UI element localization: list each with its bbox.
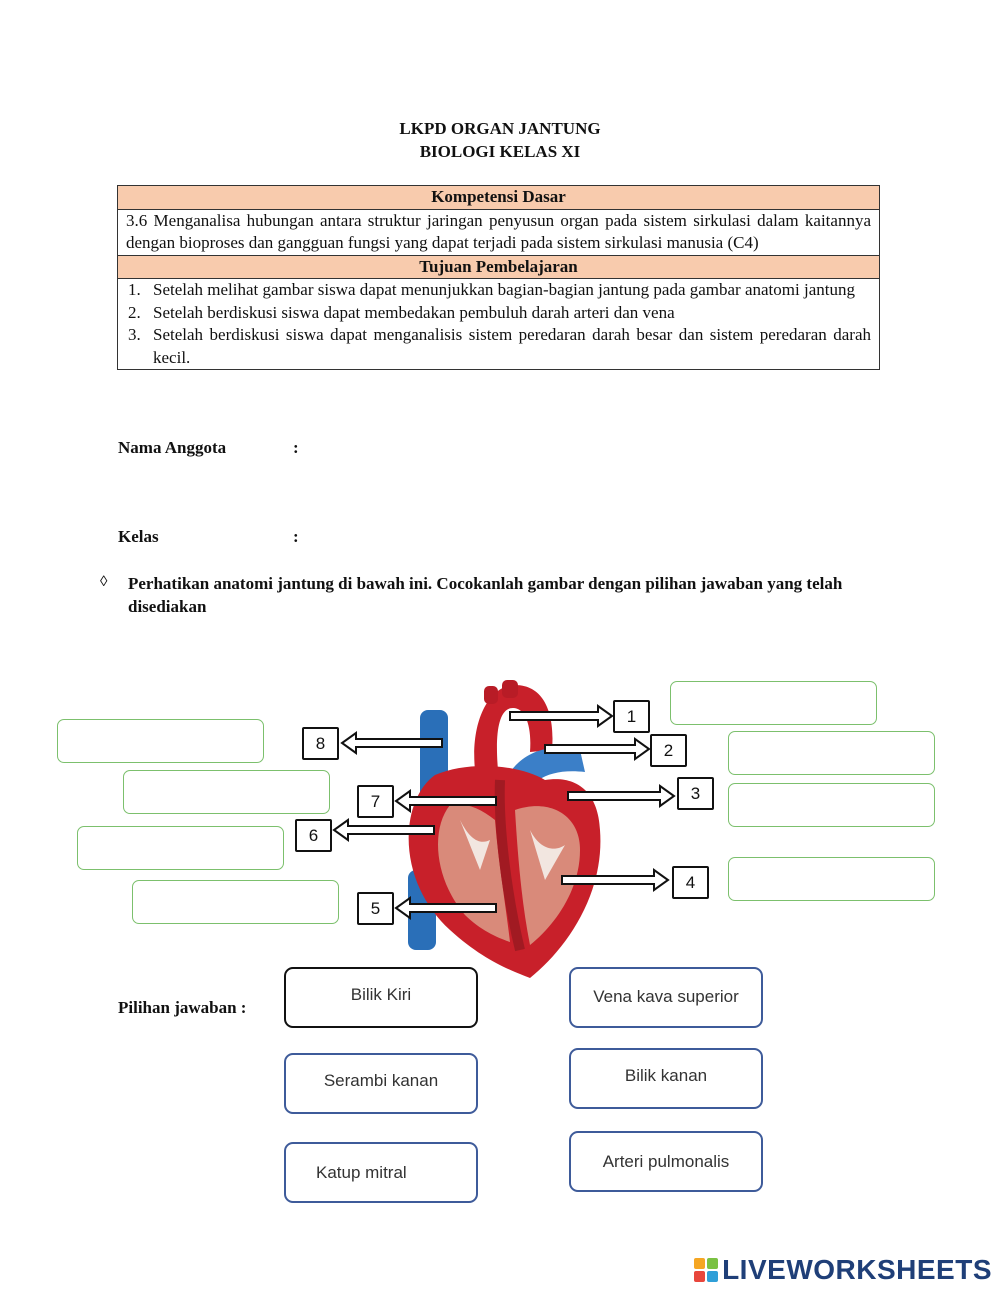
number-label-7: 7 [357,785,394,818]
instruction-text: Perhatikan anatomi jantung di bawah ini.… [128,574,843,616]
number-label-1: 1 [613,700,650,733]
members-colon: : [293,438,299,457]
arrow-left-icon [394,896,497,920]
arrow-left-icon [332,818,435,842]
choice-arteri-pulmonalis[interactable]: Arteri pulmonalis [569,1131,763,1192]
answer-box-3[interactable] [728,783,935,827]
objectives-list: Setelah melihat gambar siswa dapat menun… [118,279,871,369]
answer-box-2[interactable] [728,731,935,775]
choice-bilik-kanan[interactable]: Bilik kanan [569,1048,763,1109]
choices-label: Pilihan jawaban : [118,998,247,1017]
choice-vena-kava-superior[interactable]: Vena kava superior [569,967,763,1028]
choice-serambi-kanan[interactable]: Serambi kanan [284,1053,478,1114]
septum-shape [494,779,525,952]
liveworksheets-logo: LIVEWORKSHEETS [694,1254,992,1286]
number-label-3: 3 [677,777,714,810]
brand-name: LIVEWORKSHEETS [722,1254,992,1285]
class-colon: : [293,527,299,546]
aorta-branch-shape [484,686,498,704]
answer-box-5[interactable] [132,880,339,924]
arrow-left-icon [394,789,497,813]
arrow-left-icon [340,731,443,755]
number-label-4: 4 [672,866,709,899]
competency-table: Kompetensi Dasar 3.6 Menganalisa hubunga… [117,185,880,370]
class-label: Kelas [118,527,159,546]
answer-box-1[interactable] [670,681,877,725]
worksheet-subtitle: BIOLOGI KELAS XI [419,142,581,161]
logo-mark-icon [694,1258,719,1282]
arrow-right-icon [567,784,676,808]
answer-box-8[interactable] [57,719,264,763]
arrow-right-icon [544,737,651,761]
objective-item: Setelah melihat gambar siswa dapat menun… [145,279,871,302]
members-label: Nama Anggota [118,438,227,457]
objective-item: Setelah berdiskusi siswa dapat membedaka… [145,302,871,325]
answer-box-6[interactable] [77,826,284,870]
number-label-2: 2 [650,734,687,767]
choice-bilik-kiri[interactable]: Bilik Kiri [284,967,478,1028]
answer-box-4[interactable] [728,857,935,901]
aorta-branch-shape [502,680,518,698]
competency-text: 3.6 Menganalisa hubungan antara struktur… [117,208,880,256]
number-label-5: 5 [357,892,394,925]
objectives-cell: Setelah melihat gambar siswa dapat menun… [117,278,880,370]
objectives-heading: Tujuan Pembelajaran [117,254,880,279]
competency-heading: Kompetensi Dasar [117,185,880,210]
number-label-6: 6 [295,819,332,852]
answer-box-7[interactable] [123,770,330,814]
aorta-shape [474,685,553,770]
worksheet-title: LKPD ORGAN JANTUNG [399,119,601,138]
choice-katup-mitral[interactable]: Katup mitral [284,1142,478,1203]
valve-shape [530,830,565,880]
diamond-bullet-icon: ◊ [100,574,108,590]
arrow-right-icon [509,704,614,728]
number-label-8: 8 [302,727,339,760]
valve-shape [460,820,490,870]
arrow-right-icon [561,868,670,892]
objective-item: Setelah berdiskusi siswa dapat menganali… [145,324,871,369]
